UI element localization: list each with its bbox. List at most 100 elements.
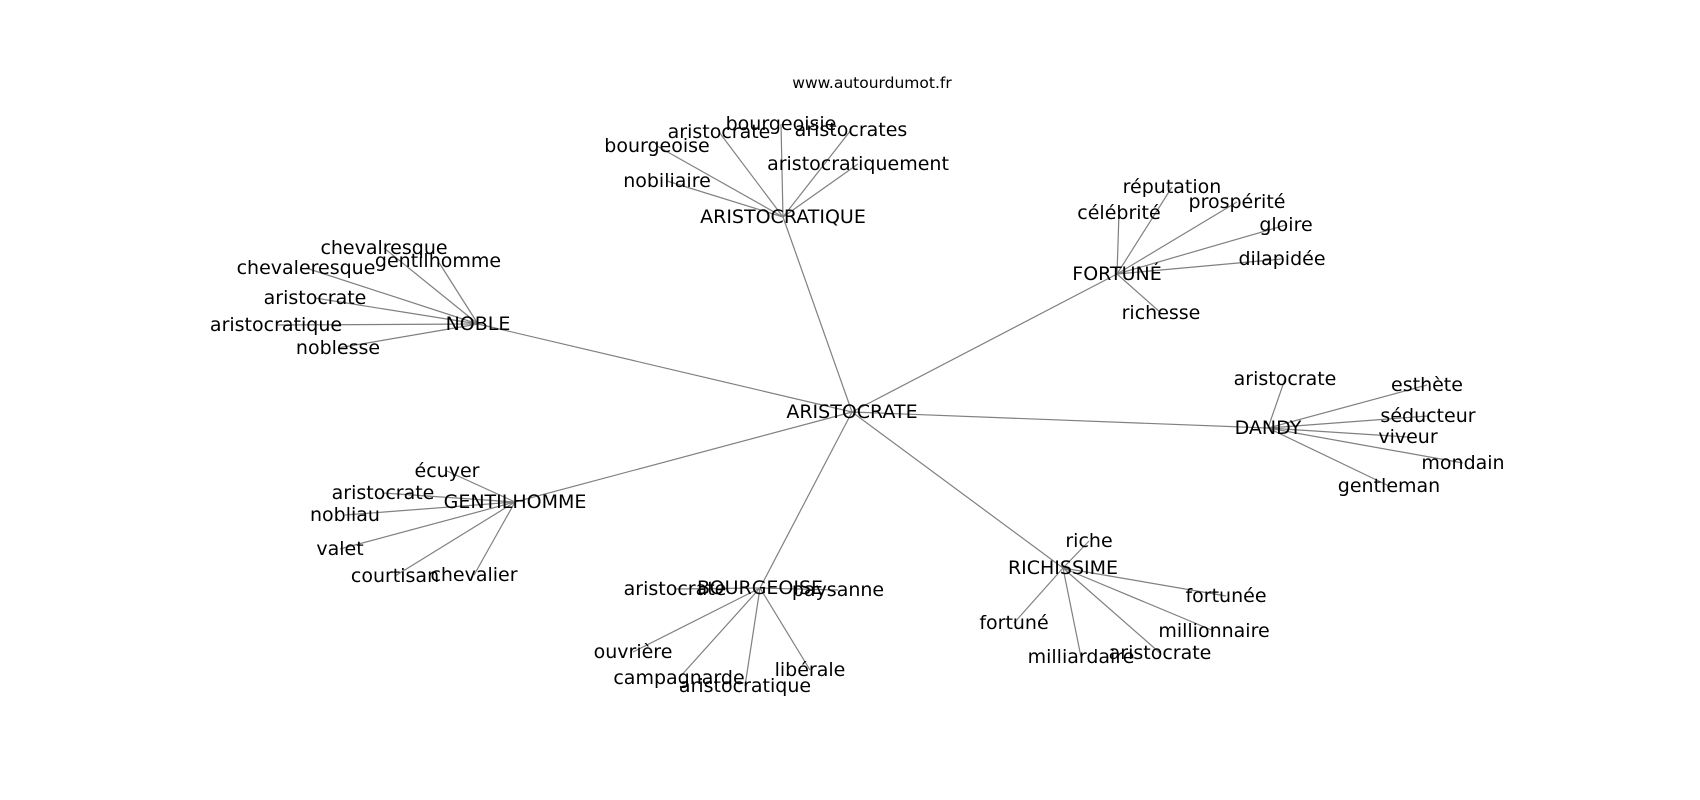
edge-hub-to-leaf (394, 501, 516, 577)
edge-hub-to-leaf (1267, 427, 1409, 438)
leaf-node[interactable]: aristocratiquement (767, 153, 949, 175)
edge-hub-to-leaf (666, 180, 784, 218)
edge-hub-to-leaf (1013, 567, 1064, 624)
edge-hub-to-leaf (1267, 378, 1286, 429)
edge-hub-to-leaf (1116, 258, 1283, 275)
edge-center-to-hub (851, 411, 1064, 569)
leaf-node[interactable]: campagnarde (613, 667, 744, 689)
hub-node[interactable]: BOURGEOISE (697, 577, 823, 599)
leaf-node[interactable]: paysanne (792, 579, 884, 601)
edge-hub-to-leaf (1062, 540, 1090, 569)
leaf-node[interactable]: aristocrate (1234, 368, 1337, 390)
leaf-node[interactable]: aristocrate (1109, 642, 1212, 664)
leaf-node[interactable]: aristocratique (679, 675, 811, 697)
edge-hub-to-leaf (1267, 384, 1428, 429)
watermark: www.autourdumot.fr (792, 74, 952, 92)
edge-hub-to-leaf (1267, 415, 1429, 429)
edge-hub-to-leaf (314, 297, 479, 325)
leaf-node[interactable]: bourgeoise (604, 135, 709, 157)
edge-hub-to-leaf (473, 501, 516, 576)
edge-hub-to-leaf (437, 260, 479, 325)
leaf-node[interactable]: fortuné (979, 612, 1048, 634)
edge-hub-to-leaf (1116, 186, 1173, 275)
edge-hub-to-leaf (1116, 224, 1287, 275)
edge-center-to-hub (477, 323, 853, 413)
leaf-node[interactable]: richesse (1122, 302, 1201, 324)
leaf-node[interactable]: aristocratique (210, 314, 342, 336)
edge-center-to-hub (782, 216, 853, 413)
leaf-node[interactable]: riche (1065, 530, 1112, 552)
leaf-node[interactable]: bourgeoisie (726, 113, 837, 135)
leaf-node[interactable]: prospérité (1189, 191, 1286, 213)
edge-hub-to-leaf (1116, 212, 1120, 275)
leaf-node[interactable]: mondain (1421, 452, 1504, 474)
hub-node[interactable]: RICHISSIME (1008, 557, 1118, 579)
leaf-node[interactable]: dilapidée (1238, 248, 1325, 270)
edge-hub-to-leaf (1267, 427, 1390, 487)
leaf-node[interactable]: réputation (1123, 176, 1222, 198)
edge-center-to-hub (851, 411, 1269, 429)
hub-node[interactable]: GENTILHOMME (444, 491, 587, 513)
hub-node[interactable]: FORTUNÉ (1072, 262, 1161, 285)
edge-hub-to-leaf (382, 492, 516, 503)
hub-node[interactable]: ARISTOCRATIQUE (700, 206, 866, 228)
leaf-node[interactable]: milliardaire (1028, 646, 1135, 668)
edge-hub-to-leaf (305, 267, 479, 325)
edge-hub-to-leaf (674, 587, 761, 590)
leaf-node[interactable]: gloire (1259, 214, 1312, 236)
leaf-node[interactable]: séducteur (1380, 405, 1475, 427)
leaf-node[interactable]: noblesse (296, 337, 380, 359)
edge-hub-to-leaf (383, 247, 479, 325)
leaf-node[interactable]: ouvrière (594, 641, 673, 663)
leaf-node[interactable]: courtisan (351, 565, 439, 587)
hub-node[interactable]: NOBLE (446, 313, 511, 335)
edge-hub-to-leaf (1267, 427, 1464, 464)
edge-hub-to-leaf (1062, 567, 1082, 658)
leaf-node[interactable]: aristocrate (332, 482, 435, 504)
edge-hub-to-leaf (782, 163, 859, 218)
edge-center-to-hub (514, 411, 853, 503)
leaf-node[interactable]: viveur (1378, 426, 1437, 448)
leaf-node[interactable]: nobliau (310, 504, 380, 526)
leaf-node[interactable]: aristocrate (624, 578, 727, 600)
edge-hub-to-leaf (1116, 273, 1162, 314)
edge-hub-to-leaf (339, 501, 516, 550)
edge-hub-to-leaf (446, 470, 516, 503)
edge-hub-to-leaf (744, 587, 761, 687)
center-node[interactable]: ARISTOCRATE (786, 401, 917, 423)
leaf-node[interactable]: aristocrates (795, 119, 908, 141)
leaf-node[interactable]: chevalresque (320, 237, 447, 259)
leaf-node[interactable]: chevalier (430, 564, 517, 586)
edge-hub-to-leaf (656, 145, 784, 218)
leaf-node[interactable]: nobiliaire (623, 170, 711, 192)
leaf-node[interactable]: fortunée (1185, 585, 1266, 607)
edge-hub-to-leaf (780, 123, 784, 218)
edge-hub-to-leaf (759, 587, 839, 591)
graph-labels: ARISTOCRATEARISTOCRATIQUEbourgeoisiearis… (210, 113, 1505, 697)
edge-hub-to-leaf (718, 131, 784, 218)
leaf-node[interactable]: chevaleresque (237, 257, 376, 279)
edge-hub-to-leaf (275, 323, 479, 326)
edge-hub-to-leaf (759, 587, 811, 671)
leaf-node[interactable]: libérale (775, 659, 846, 681)
edge-hub-to-leaf (337, 323, 479, 349)
leaf-node[interactable]: valet (316, 538, 363, 560)
leaf-node[interactable]: millionnaire (1158, 620, 1269, 642)
leaf-node[interactable]: célébrité (1077, 202, 1160, 224)
leaf-node[interactable]: esthète (1391, 374, 1463, 396)
leaf-node[interactable]: écuyer (415, 460, 480, 482)
edge-hub-to-leaf (344, 501, 516, 516)
edge-hub-to-leaf (632, 587, 761, 653)
leaf-node[interactable]: aristocrate (668, 121, 771, 143)
edge-hub-to-leaf (1062, 567, 1227, 597)
leaf-node[interactable]: aristocrate (264, 287, 367, 309)
edge-hub-to-leaf (1062, 567, 1215, 632)
edge-center-to-hub (851, 273, 1118, 413)
edge-center-to-hub (759, 411, 853, 589)
edge-hub-to-leaf (678, 587, 761, 679)
edge-hub-to-leaf (1062, 567, 1161, 654)
leaf-node[interactable]: gentleman (1338, 475, 1440, 497)
hub-node[interactable]: DANDY (1235, 417, 1302, 439)
leaf-node[interactable]: gentilhomme (375, 250, 501, 272)
